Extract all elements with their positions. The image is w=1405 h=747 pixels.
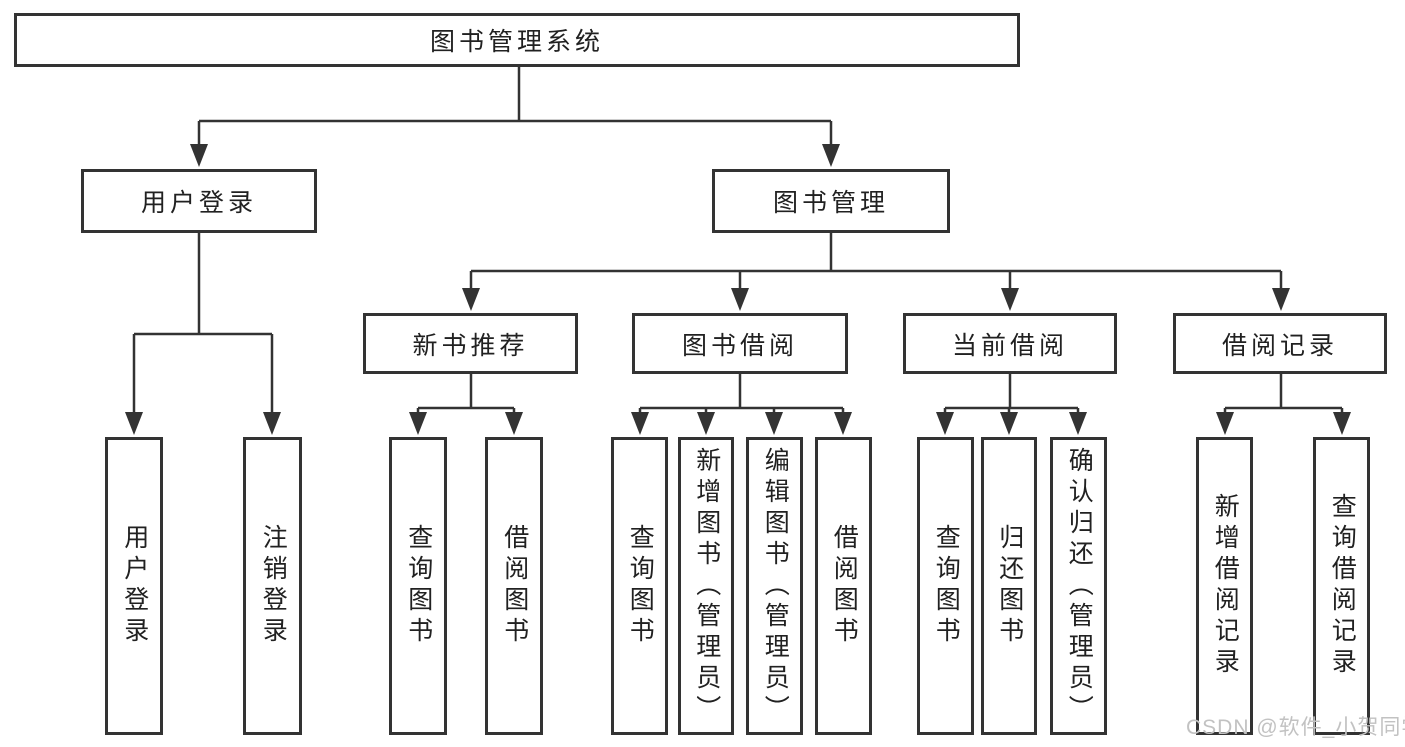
leaf-add-borrow-record: 新增借阅记录 bbox=[1196, 437, 1253, 735]
leaf-query-books-current: 查询图书 bbox=[917, 437, 974, 735]
leaf-label: 借阅图书 bbox=[500, 524, 529, 648]
leaf-query-books-recommend: 查询图书 bbox=[389, 437, 447, 735]
leaf-label: 查询图书 bbox=[932, 524, 961, 648]
leaf-label: 借阅图书 bbox=[830, 524, 859, 648]
node-current-borrowing: 当前借阅 bbox=[903, 313, 1117, 374]
leaf-label: 用户登录 bbox=[120, 524, 149, 648]
leaf-label: 确认归还（管理员） bbox=[1065, 446, 1094, 726]
leaf-label: 新增图书（管理员） bbox=[692, 446, 721, 726]
node-library-management-system: 图书管理系统 bbox=[14, 13, 1020, 67]
leaf-user-login: 用户登录 bbox=[105, 437, 163, 735]
leaf-label: 注销登录 bbox=[259, 524, 288, 648]
leaf-query-books-borrow: 查询图书 bbox=[611, 437, 668, 735]
node-borrowing-records: 借阅记录 bbox=[1173, 313, 1387, 374]
node-user-login: 用户登录 bbox=[81, 169, 317, 233]
connector-paths bbox=[132, 67, 1344, 416]
node-new-book-recommendation: 新书推荐 bbox=[363, 313, 578, 374]
leaf-borrow-books: 借阅图书 bbox=[815, 437, 872, 735]
node-book-borrowing: 图书借阅 bbox=[632, 313, 848, 374]
leaf-edit-book-admin: 编辑图书（管理员） bbox=[746, 437, 803, 735]
leaf-label: 查询借阅记录 bbox=[1328, 493, 1357, 679]
leaf-label: 查询图书 bbox=[626, 524, 655, 648]
leaf-logout: 注销登录 bbox=[243, 437, 302, 735]
leaf-label: 查询图书 bbox=[404, 524, 433, 648]
node-book-management: 图书管理 bbox=[712, 169, 950, 233]
leaf-add-book-admin: 新增图书（管理员） bbox=[678, 437, 734, 735]
leaf-label: 编辑图书（管理员） bbox=[761, 446, 790, 726]
leaf-label: 归还图书 bbox=[995, 524, 1024, 648]
leaf-query-borrow-record: 查询借阅记录 bbox=[1313, 437, 1370, 735]
leaf-borrow-books-recommend: 借阅图书 bbox=[485, 437, 543, 735]
csdn-watermark: CSDN @软件_小贺同学 bbox=[1186, 716, 1405, 739]
arrowheads bbox=[125, 144, 1351, 435]
leaf-label: 新增借阅记录 bbox=[1211, 493, 1240, 679]
leaf-confirm-return-admin: 确认归还（管理员） bbox=[1050, 437, 1107, 735]
leaf-return-book: 归还图书 bbox=[981, 437, 1037, 735]
